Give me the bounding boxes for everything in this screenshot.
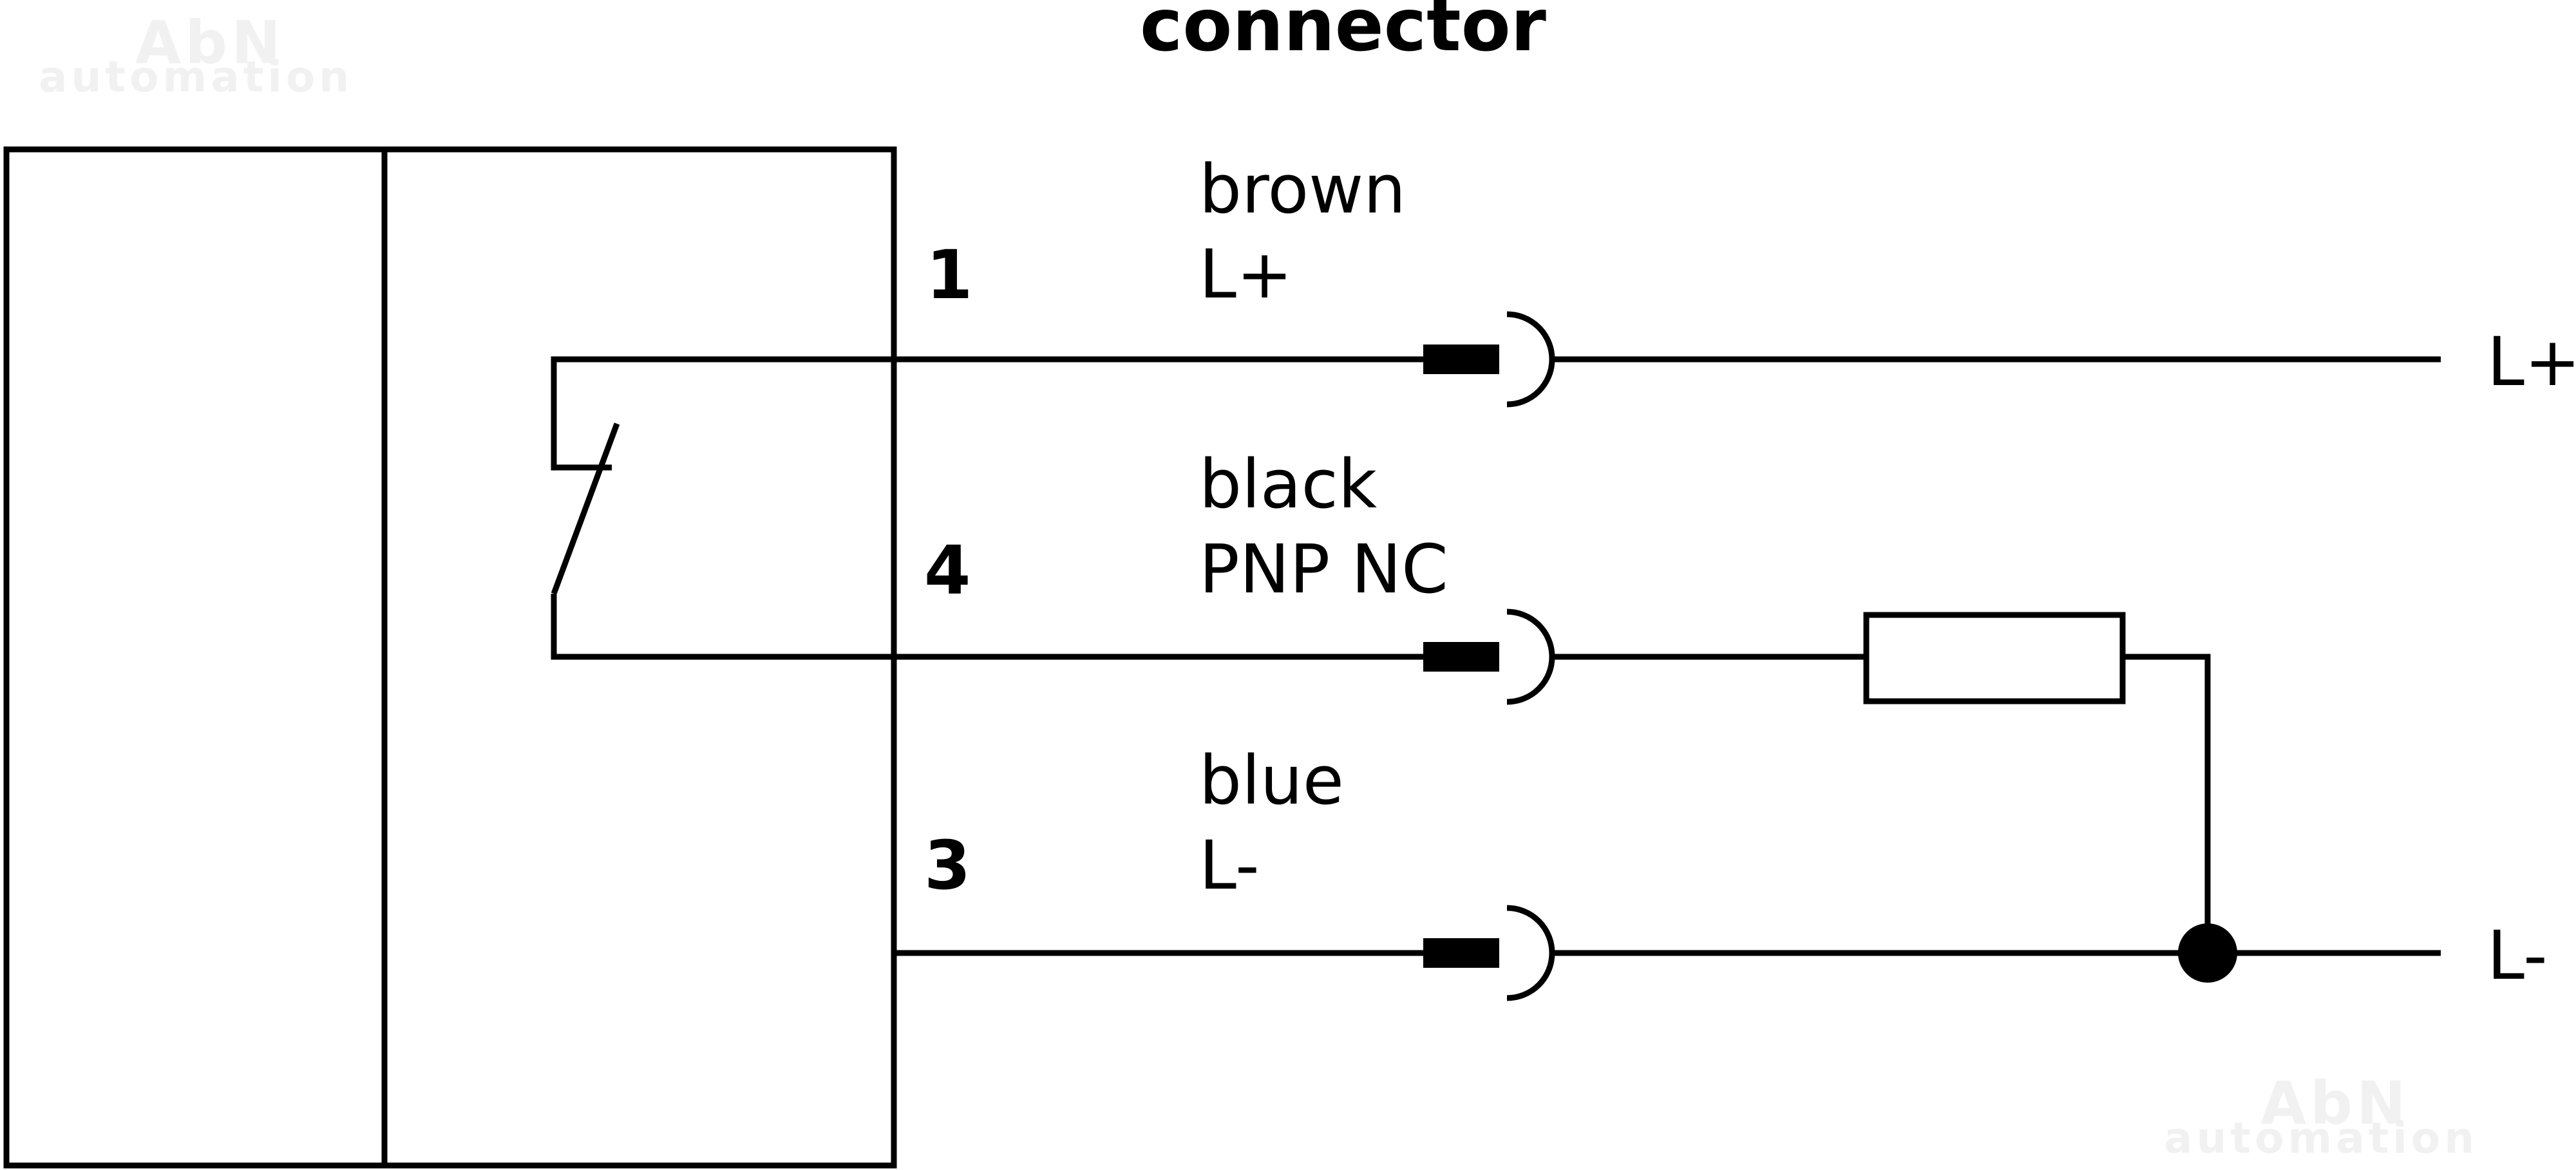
watermark-bottom-line2: automation xyxy=(2164,1113,2478,1163)
pin-number-4: 4 xyxy=(924,531,971,610)
wire-signal-l-plus: L+ xyxy=(1199,235,1293,314)
plug-pin-1 xyxy=(1423,344,1499,374)
internal-switch-upper xyxy=(551,356,894,471)
rail-label-l-plus: L+ xyxy=(2487,323,2576,401)
watermark-top-line2: automation xyxy=(39,52,353,102)
wire-signal-pnp-nc: PNP NC xyxy=(1199,530,1448,609)
socket-pin-3 xyxy=(1506,905,1555,1001)
socket-pin-4 xyxy=(1506,609,1555,705)
pin-number-3: 3 xyxy=(924,826,971,905)
watermark-top-line1: AbN xyxy=(135,8,285,77)
rail-label-l-minus: L- xyxy=(2487,916,2548,995)
wire-color-blue: blue xyxy=(1199,741,1344,820)
internal-switch-blade xyxy=(551,422,620,595)
diagram-title: connector xyxy=(1140,0,1546,68)
pin-number-1: 1 xyxy=(926,236,972,314)
socket-pin-1 xyxy=(1506,311,1555,408)
plug-pin-3 xyxy=(1423,938,1499,968)
junction-dot xyxy=(2178,923,2237,983)
internal-switch-lower xyxy=(551,594,894,660)
load-resistor xyxy=(1863,612,2126,704)
wire-color-brown: brown xyxy=(1199,150,1406,229)
plug-pin-4 xyxy=(1423,642,1499,672)
wire-color-black: black xyxy=(1199,445,1377,524)
wire-load-to-l-minus xyxy=(2123,654,2211,953)
watermark-bottom-line1: AbN xyxy=(2260,1069,2410,1138)
wire-signal-l-minus: L- xyxy=(1199,826,1260,905)
